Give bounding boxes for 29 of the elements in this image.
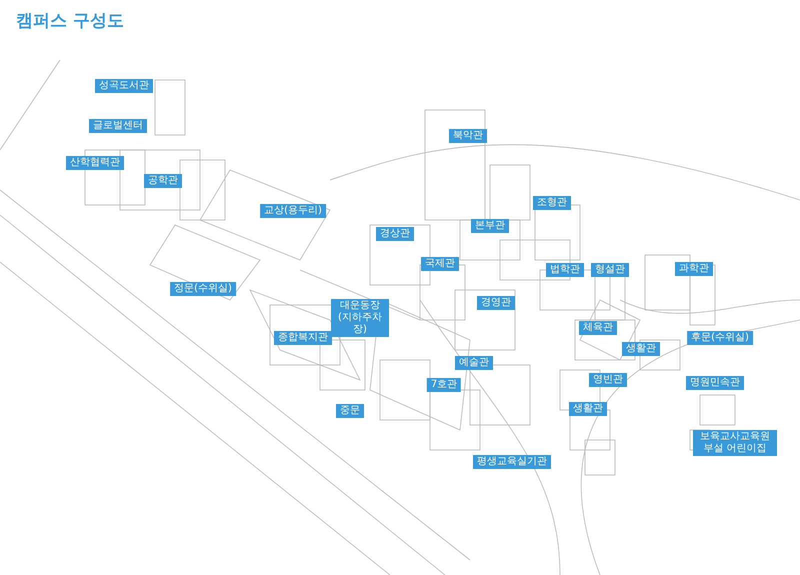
building-label: 7호관: [426, 378, 462, 392]
building-label: 조형관: [533, 196, 571, 210]
building-label: 산학협력관: [66, 156, 124, 170]
building-label: 경영관: [477, 296, 515, 310]
building-label: 대운동장 (지하주차장): [331, 299, 389, 337]
building-label: 생활관: [569, 402, 607, 416]
building-label: 교상(용두리): [260, 204, 326, 218]
building-label: 영빈관: [589, 373, 627, 387]
building-label: 공학관: [144, 174, 182, 188]
building-label: 보육교사교육원부설 어린이집: [693, 430, 777, 456]
building-label: 종합복지관: [274, 331, 332, 345]
building-label: 경상관: [376, 227, 414, 241]
building-label: 체육관: [579, 321, 617, 335]
building-label: 명원민속관: [686, 376, 744, 390]
building-label: 후문(수위실): [687, 331, 753, 345]
building-label: 성곡도서관: [95, 79, 153, 93]
building-label: 국제관: [421, 257, 459, 271]
building-label: 중문: [336, 404, 364, 418]
building-label: 글로벌센터: [89, 119, 147, 133]
building-label: 북악관: [449, 129, 487, 143]
building-label: 법학관: [546, 263, 584, 277]
building-label: 정문(수위실): [170, 282, 236, 296]
building-label: 형설관: [591, 263, 629, 277]
building-label: 예술관: [455, 356, 493, 370]
building-label: 본부관: [471, 219, 509, 233]
building-label: 생활관: [622, 342, 660, 356]
building-label: 평생교육실기관: [473, 455, 551, 469]
map-title: 캠퍼스 구성도: [16, 10, 124, 32]
building-label: 과학관: [675, 262, 713, 276]
